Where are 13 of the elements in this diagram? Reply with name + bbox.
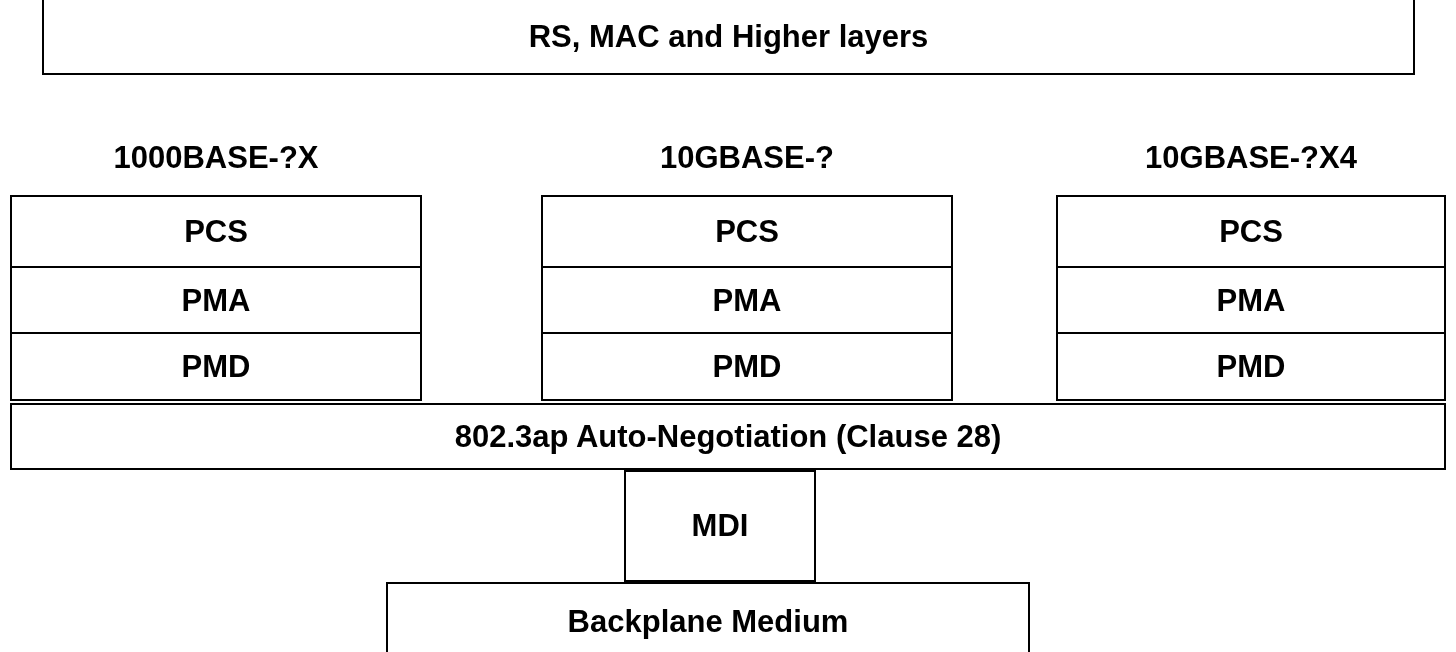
- layer-box: PMD: [10, 332, 422, 401]
- layer-box: PCS: [10, 195, 422, 268]
- stack-heading: 1000BASE-?X: [112, 140, 320, 176]
- stack-heading: 10GBASE-?: [659, 140, 835, 176]
- layer-box: Backplane Medium: [386, 582, 1030, 652]
- layer-box: PCS: [541, 195, 953, 268]
- layer-box: RS, MAC and Higher layers: [42, 0, 1415, 75]
- layer-box: PMD: [1056, 332, 1446, 401]
- layer-box: 802.3ap Auto-Negotiation (Clause 28): [10, 403, 1446, 470]
- stack-heading: 10GBASE-?X4: [1144, 140, 1358, 176]
- layer-box: MDI: [624, 470, 816, 582]
- layer-box: PCS: [1056, 195, 1446, 268]
- layer-box: PMD: [541, 332, 953, 401]
